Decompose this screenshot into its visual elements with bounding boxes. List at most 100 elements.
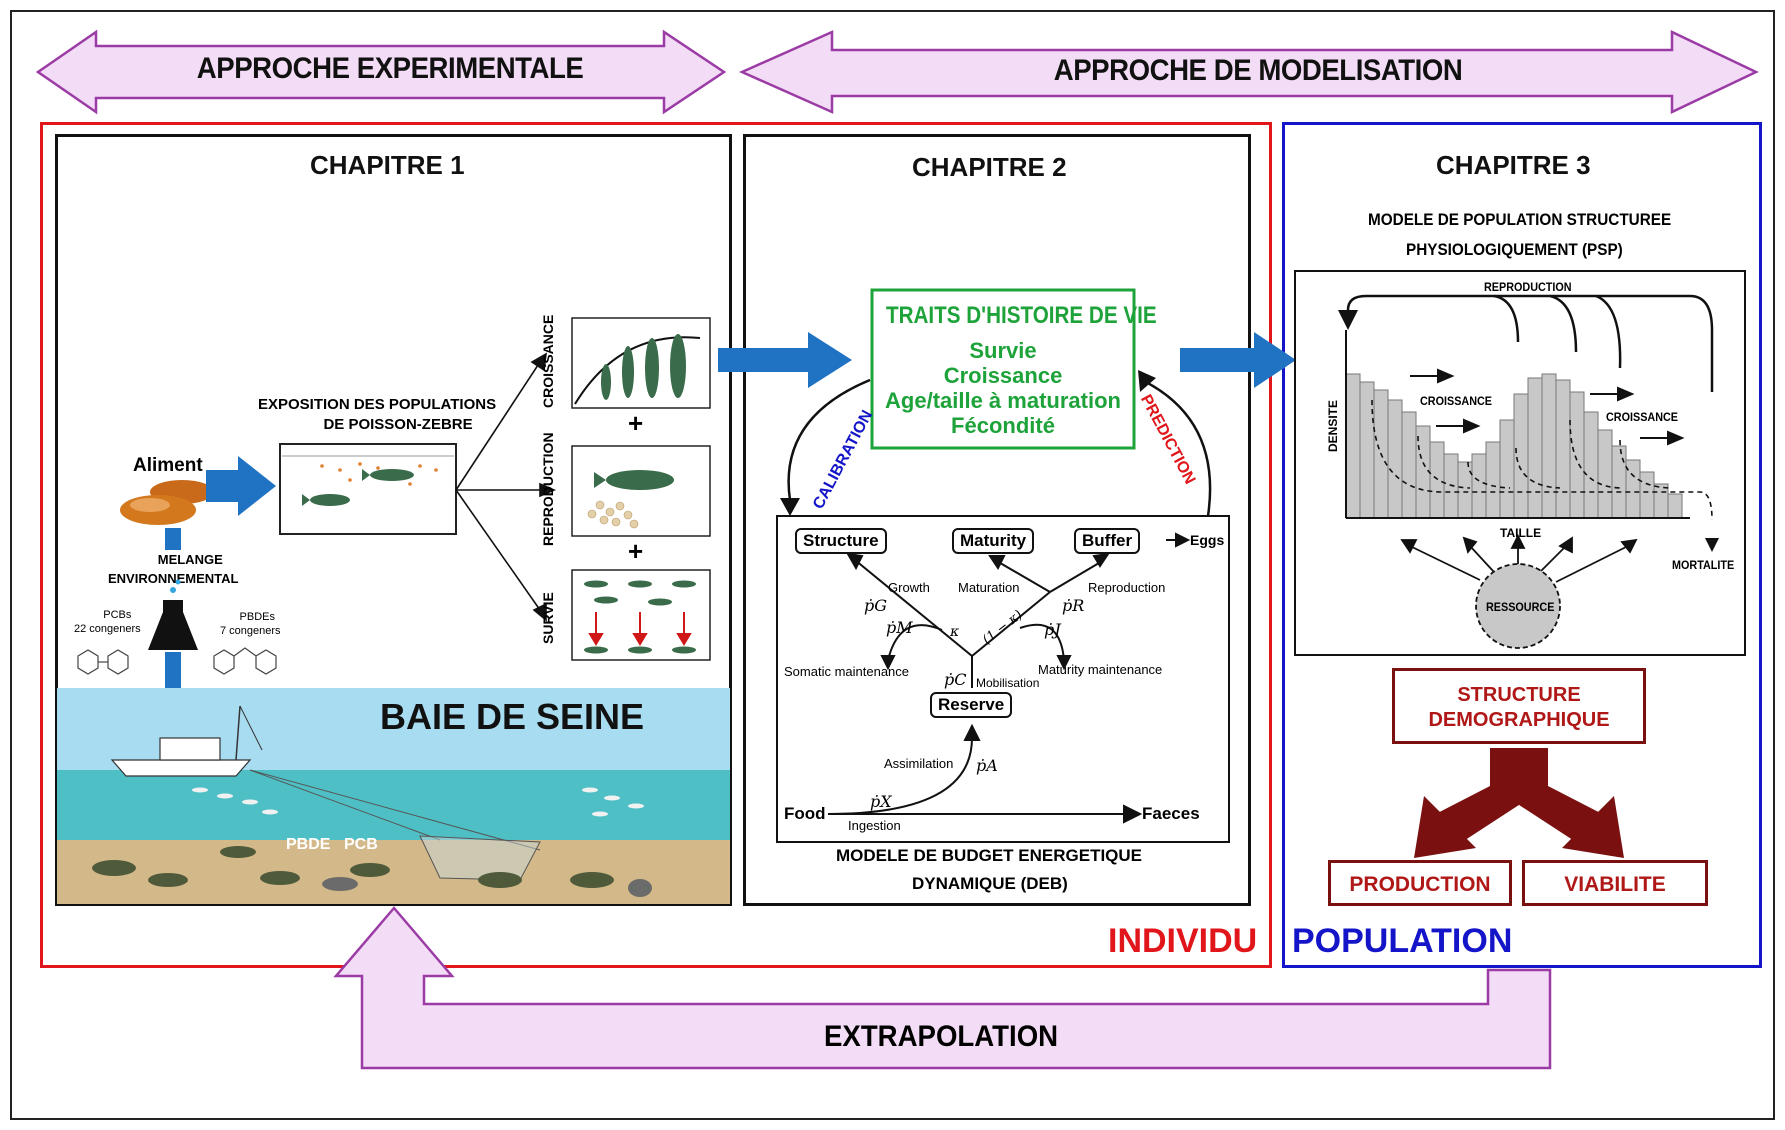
- pbdes-label: PBDEs 7 congeners: [220, 610, 281, 638]
- individu-label: INDIVIDU: [1108, 922, 1258, 960]
- exposure-line-1: EXPOSITION DES POPULATIONS: [258, 396, 497, 413]
- psp-title-2: PHYSIOLOGIQUEMENT (PSP): [1406, 240, 1623, 259]
- deb-maturation: Maturation: [958, 580, 1020, 595]
- deb-structure: Structure: [795, 528, 887, 554]
- exposure-line-2: DE POISSON-ZEBRE: [323, 416, 473, 433]
- deb-reproduction: Reproduction: [1088, 580, 1166, 595]
- aquarium: [279, 443, 457, 535]
- demographic-structure-box: STRUCTURE DEMOGRAPHIQUE: [1392, 668, 1646, 744]
- deb-maturity: Maturity: [952, 528, 1035, 554]
- pbdes-line-2: 7 congeners: [220, 625, 281, 637]
- reproduction-arrowhead: [1338, 310, 1358, 330]
- deb-food: Food: [784, 804, 826, 823]
- feed-arrow: [206, 456, 276, 516]
- pcb-molecule-icon: [77, 649, 129, 675]
- trait-survival: Survie: [969, 338, 1037, 363]
- trait-maturation: Age/taille à maturation: [885, 388, 1121, 413]
- pbdes-line-1: PBDEs: [239, 611, 275, 623]
- growth-panel: [571, 317, 711, 409]
- psp-reproduction: REPRODUCTION: [1484, 280, 1572, 294]
- experimental-approach-label: APPROCHE EXPERIMENTALE: [196, 52, 584, 85]
- flow-arrow-ch2-ch3: [1180, 332, 1296, 388]
- traits-list: Survie Croissance Age/taille à maturatio…: [872, 338, 1134, 438]
- flow-arrow-ch1-ch2: [718, 332, 852, 388]
- psp-size-axis: TAILLE: [1500, 526, 1542, 540]
- modelling-approach-arrow: [738, 30, 1759, 114]
- viability-box: VIABILITE: [1522, 860, 1708, 906]
- chapter1-panel: [55, 134, 732, 906]
- deb-mobilisation: Mobilisation: [976, 676, 1040, 690]
- mix-label: MELANGE ENVIRONNEMENTAL: [108, 550, 238, 588]
- density-histogram: [1345, 373, 1683, 519]
- population-label: POPULATION: [1292, 922, 1513, 960]
- split-arrow: [1414, 748, 1624, 858]
- chapter2-title: CHAPITRE 2: [912, 152, 1067, 182]
- population-frame: [1282, 122, 1762, 968]
- flux-pX: ṗX: [870, 792, 892, 811]
- psp-growth-1: CROISSANCE: [1420, 394, 1493, 408]
- flask-icon: [148, 600, 198, 650]
- trait-fecundity: Fécondité: [951, 413, 1055, 438]
- pbde-molecule-icon: [213, 647, 277, 675]
- bay-title: BAIE DE SEINE: [380, 696, 645, 737]
- zebrafish-icon: [370, 469, 414, 481]
- deb-somatic-maintenance: Somatic maintenance: [784, 664, 910, 679]
- extrapolation-arrow: [333, 906, 1552, 1070]
- bay-water: [57, 770, 730, 840]
- exposure-title: EXPOSITION DES POPULATIONS DE POISSON-ZE…: [258, 395, 496, 435]
- mix-connector: [165, 528, 181, 550]
- mix-line-2: ENVIRONNEMENTAL: [108, 571, 239, 586]
- demographic-structure-line-1: STRUCTURE: [1457, 684, 1581, 706]
- deb-assimilation: Assimilation: [884, 756, 954, 771]
- figure-frame: [10, 10, 1775, 1120]
- flux-pA: ṗA: [976, 756, 998, 775]
- traits-title: TRAITS D'HISTOIRE DE VIE: [886, 302, 1157, 329]
- deb-maturity-maintenance: Maturity maintenance: [1038, 662, 1163, 677]
- chapter2-panel: [743, 134, 1251, 906]
- deb-reserve: Reserve: [930, 692, 1013, 718]
- kappa-label: κ: [950, 624, 960, 640]
- flux-pJ: ṗJ: [1044, 620, 1061, 639]
- trawler-icon: [110, 705, 263, 777]
- trait-growth: Croissance: [943, 363, 1063, 388]
- pcbs-line-1: PCBs: [103, 609, 132, 621]
- demographic-structure-line-2: DEMOGRAPHIQUE: [1428, 709, 1610, 731]
- psp-title-1: MODELE DE POPULATION STRUCTUREE: [1368, 210, 1672, 229]
- chapter1-title: CHAPITRE 1: [310, 150, 465, 180]
- traits-box: [870, 288, 1136, 450]
- pcbs-label: PCBs 22 congeners: [74, 608, 141, 636]
- flux-pG: ṗG: [864, 596, 888, 615]
- deb-growth: Growth: [888, 580, 930, 595]
- deb-buffer: Buffer: [1074, 528, 1141, 554]
- deb-ingestion: Ingestion: [848, 818, 901, 833]
- deb-faeces: Faeces: [1142, 804, 1200, 823]
- individual-frame: [40, 122, 1272, 968]
- modelling-approach-label: APPROCHE DE MODELISATION: [1053, 54, 1463, 87]
- deb-caption-2: DYNAMIQUE (DEB): [912, 874, 1068, 893]
- deb-box: [776, 515, 1230, 843]
- pbde-label: PBDE: [286, 836, 331, 853]
- prediction-arrowhead: [1138, 370, 1156, 392]
- plus-sign-2: +: [628, 536, 644, 566]
- reproduction-panel: [571, 445, 711, 537]
- flux-pM: ṗM: [886, 618, 913, 637]
- psp-resource: RESSOURCE: [1486, 600, 1555, 614]
- pcbs-line-2: 22 congeners: [74, 623, 141, 635]
- resource-circle: [1475, 563, 1561, 649]
- deb-eggs: Eggs: [1190, 532, 1225, 548]
- chapter3-title: CHAPITRE 3: [1436, 150, 1591, 180]
- psp-growth-2: CROISSANCE: [1606, 410, 1679, 424]
- bay-seabed: [57, 840, 730, 904]
- top-arrows-layer: [35, 29, 1759, 115]
- aliment-label: Aliment: [133, 455, 203, 476]
- experimental-approach-arrow: [35, 29, 727, 115]
- calibration-arrowhead: [780, 498, 800, 516]
- deb-caption-1: MODELE DE BUDGET ENERGETIQUE: [836, 846, 1143, 865]
- psp-mortality: MORTALITE: [1672, 558, 1735, 572]
- extrapolation-label: EXTRAPOLATION: [824, 1020, 1059, 1053]
- pcb-label: PCB: [344, 836, 378, 853]
